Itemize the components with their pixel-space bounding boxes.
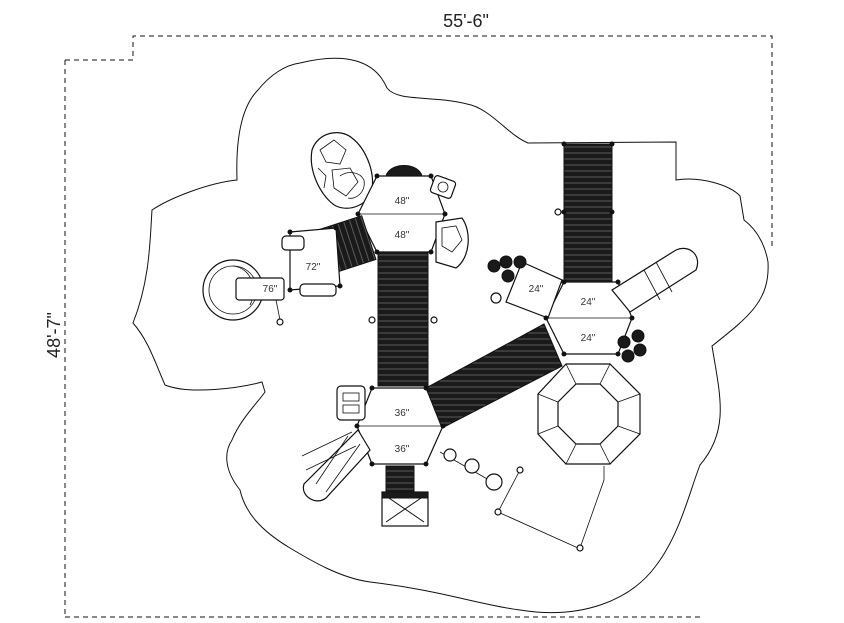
activity-panel-bottom <box>336 385 366 421</box>
stools-left <box>487 255 527 304</box>
net-climber-bottom <box>381 465 429 527</box>
deck-posts <box>287 141 635 467</box>
bridge-center <box>377 251 429 387</box>
deck-label-ramp: 24" <box>529 284 544 295</box>
rock-climber-right <box>435 217 469 269</box>
stools-right <box>617 329 647 363</box>
depth-dimension: 48'-7" <box>44 312 64 358</box>
dimension-lines <box>64 35 773 618</box>
deck-label-bottom-lower: 36" <box>395 444 410 455</box>
spiral-slide: 76" <box>202 259 285 326</box>
steering-panel <box>429 175 457 199</box>
tube-slide <box>611 247 699 313</box>
double-slide <box>301 429 371 502</box>
octagon-climber <box>537 363 641 552</box>
deck-label-bottom-upper: 36" <box>395 408 410 419</box>
deck-label-right-lower: 24" <box>581 333 596 344</box>
chain-walk <box>439 448 579 549</box>
deck-label-top-lower: 48" <box>395 230 410 241</box>
bridge-diagonal <box>425 323 563 429</box>
width-dimension: 55'-6" <box>443 11 489 31</box>
hex-deck-top: 48" 48" <box>357 165 446 253</box>
deck-label-slide: 76" <box>263 284 278 295</box>
deck-label-right-upper: 24" <box>581 297 596 308</box>
bridge-right-vertical <box>563 143 613 283</box>
safety-zone-outline <box>132 57 769 614</box>
deck-label-top-upper: 48" <box>395 196 410 207</box>
rock-climber-top <box>310 132 374 209</box>
deck-label-left: 72" <box>306 262 321 273</box>
deck-left: 72" <box>281 227 341 297</box>
